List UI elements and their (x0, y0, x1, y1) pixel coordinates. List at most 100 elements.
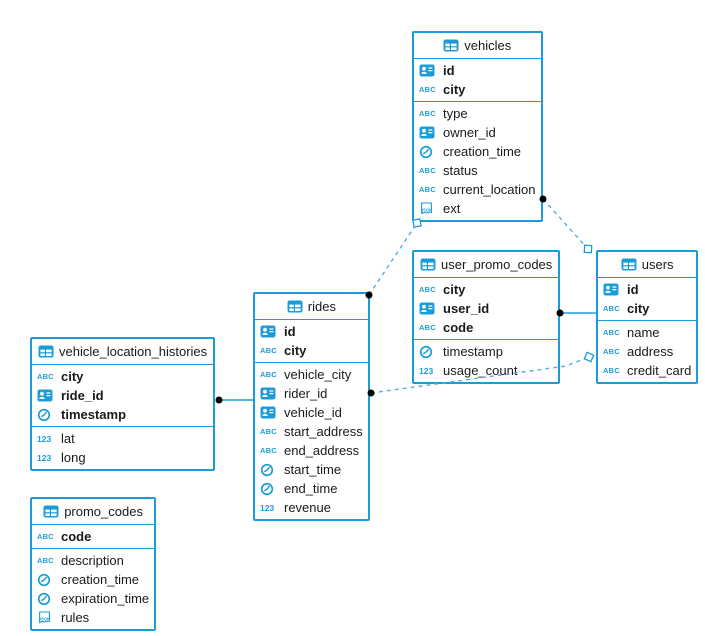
text-type-icon: ABC (419, 323, 436, 332)
column-name: rider_id (284, 386, 328, 401)
column-name: end_address (284, 443, 360, 458)
column-row[interactable]: timestamp (32, 405, 213, 424)
uuid-type-icon (260, 325, 280, 338)
column-name: city (61, 369, 84, 384)
column-name: id (627, 282, 639, 297)
text-type-icon: ABC (603, 347, 620, 356)
column-row[interactable]: id (598, 280, 696, 299)
one-end-diamond-marker (583, 351, 595, 363)
uuid-type-icon (603, 283, 623, 296)
number-type-icon: 123 (37, 452, 52, 463)
column-row[interactable]: ride_id (32, 386, 213, 405)
table-title: rides (307, 299, 336, 314)
column-row[interactable]: timestamp (414, 342, 558, 361)
column-name: type (443, 106, 468, 121)
text-type-icon: ABC (419, 185, 436, 194)
table-header[interactable]: vehicle_location_histories (32, 339, 214, 365)
column-name: rules (61, 610, 90, 625)
table-title: vehicles (464, 38, 512, 53)
column-row[interactable]: JSON rules (32, 608, 154, 627)
column-row[interactable]: owner_id (414, 123, 541, 142)
table-icon (38, 345, 54, 358)
column-row[interactable]: id (255, 322, 368, 341)
relation-rides-to-users[interactable] (370, 356, 590, 394)
column-name: creation_time (443, 144, 522, 159)
json-type-icon: JSON (37, 611, 57, 624)
table-header[interactable]: users (598, 252, 697, 278)
table-title: user_promo_codes (441, 257, 553, 272)
timestamp-type-icon (37, 573, 57, 587)
table-header[interactable]: rides (255, 294, 368, 320)
column-row[interactable]: creation_time (32, 570, 154, 589)
column-name: lat (61, 431, 75, 446)
text-type-icon: ABC (419, 166, 436, 175)
table-header[interactable]: vehicles (414, 33, 541, 59)
column-row[interactable]: creation_time (414, 142, 541, 161)
column-row[interactable]: user_id (414, 299, 558, 318)
text-type-icon: ABC (603, 328, 620, 337)
table-title: vehicle_location_histories (59, 344, 208, 359)
text-type-icon: ABC (260, 370, 277, 379)
table-title: users (641, 257, 674, 272)
text-type-icon: ABC (260, 446, 277, 455)
column-row[interactable]: expiration_time (32, 589, 154, 608)
column-name: city (284, 343, 307, 358)
column-row[interactable]: end_time (255, 479, 368, 498)
timestamp-type-icon (260, 463, 280, 477)
column-row[interactable]: id (414, 61, 541, 80)
column-name: description (61, 553, 124, 568)
text-type-icon: ABC (603, 304, 620, 313)
json-type-icon: JSON (419, 202, 439, 215)
text-type-icon: ABC (260, 427, 277, 436)
column-name: start_address (284, 424, 363, 439)
column-name: expiration_time (61, 591, 150, 606)
relation-vehicles-to-users[interactable] (542, 198, 589, 250)
column-row[interactable]: ABC end_address (255, 441, 368, 460)
number-type-icon: 123 (419, 365, 434, 376)
uuid-type-icon (260, 406, 280, 419)
relation-rides-to-vehicles[interactable] (368, 222, 418, 296)
uuid-type-icon (260, 387, 280, 400)
table-icon (621, 258, 637, 271)
column-row[interactable]: rider_id (255, 384, 368, 403)
column-row[interactable]: start_time (255, 460, 368, 479)
column-row[interactable]: vehicle_id (255, 403, 368, 422)
column-name: user_id (443, 301, 490, 316)
table-header[interactable]: user_promo_codes (414, 252, 559, 278)
number-type-icon: 123 (260, 502, 275, 513)
uuid-type-icon (37, 389, 57, 402)
column-name: creation_time (61, 572, 140, 587)
column-name: credit_card (627, 363, 692, 378)
table-header[interactable]: promo_codes (32, 499, 155, 525)
column-row[interactable]: ABC start_address (255, 422, 368, 441)
